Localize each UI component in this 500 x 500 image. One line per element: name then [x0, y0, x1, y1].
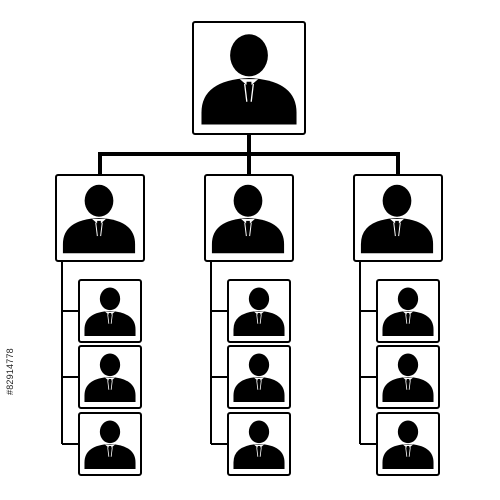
org-card-staff [78, 279, 142, 343]
lapel-line [107, 380, 110, 390]
org-card-staff [78, 345, 142, 409]
lapel-line [110, 380, 113, 390]
org-card-staff [227, 279, 291, 343]
person-tie [108, 313, 112, 326]
lapel-line [398, 222, 401, 237]
person-head [233, 184, 263, 217]
org-card-staff [376, 279, 440, 343]
businessman-icon [62, 184, 136, 254]
org-card-staff [376, 412, 440, 476]
lapel-line [249, 222, 252, 237]
lapel-line [107, 447, 110, 457]
person-tie [406, 379, 410, 392]
person-head [397, 287, 419, 311]
lapel-line [110, 314, 113, 324]
lapel-line [256, 447, 259, 457]
lapel-line [393, 222, 396, 237]
person-tie [245, 81, 253, 105]
org-card-staff [227, 345, 291, 409]
businessman-icon [84, 353, 136, 402]
stock-id-label: #82914778 [5, 348, 15, 395]
person-figure [233, 420, 285, 469]
lapel-line [405, 380, 408, 390]
person-tie [108, 446, 112, 459]
lapel-line [244, 222, 247, 237]
businessman-icon [382, 420, 434, 469]
person-figure [211, 184, 285, 254]
lapel-line [259, 380, 262, 390]
lapel-line [107, 314, 110, 324]
connector-lines [61, 134, 400, 445]
businessman-icon [360, 184, 434, 254]
businessman-icon [382, 287, 434, 336]
person-figure [84, 420, 136, 469]
person-figure [233, 353, 285, 402]
person-head [397, 420, 419, 444]
lapel-line [256, 380, 259, 390]
businessman-icon [211, 184, 285, 254]
lapel-line [408, 447, 411, 457]
person-tie [406, 446, 410, 459]
lapel-line [100, 222, 103, 237]
lapel-line [250, 83, 254, 102]
businessman-icon [84, 287, 136, 336]
person-tie [108, 379, 112, 392]
businessman-icon [201, 34, 297, 125]
lapel-line [405, 314, 408, 324]
person-head [248, 353, 270, 377]
lapel-line [256, 314, 259, 324]
person-tie [245, 220, 251, 239]
lapel-line [95, 222, 98, 237]
businessman-icon [382, 353, 434, 402]
org-card-manager [55, 174, 145, 262]
person-head [99, 420, 121, 444]
person-tie [96, 220, 102, 239]
person-tie [257, 379, 261, 392]
lapel-line [259, 314, 262, 324]
person-tie [257, 446, 261, 459]
lapel-line [110, 447, 113, 457]
person-figure [382, 420, 434, 469]
person-tie [406, 313, 410, 326]
lapel-line [408, 314, 411, 324]
lapel-line [405, 447, 408, 457]
businessman-icon [233, 287, 285, 336]
person-figure [233, 287, 285, 336]
businessman-icon [233, 420, 285, 469]
person-head [99, 353, 121, 377]
org-card-staff [78, 412, 142, 476]
person-head [248, 287, 270, 311]
org-card-manager [353, 174, 443, 262]
person-tie [394, 220, 400, 239]
person-head [397, 353, 419, 377]
lapel-line [408, 380, 411, 390]
person-figure [360, 184, 434, 254]
businessman-icon [233, 353, 285, 402]
org-card-staff [227, 412, 291, 476]
person-head [248, 420, 270, 444]
person-head [84, 184, 114, 217]
person-cards [55, 21, 443, 476]
person-figure [382, 287, 434, 336]
person-head [382, 184, 412, 217]
person-figure [201, 34, 297, 125]
person-figure [84, 353, 136, 402]
org-card-staff [376, 345, 440, 409]
person-head [99, 287, 121, 311]
person-figure [84, 287, 136, 336]
lapel-line [259, 447, 262, 457]
person-head [230, 34, 268, 77]
org-card-manager [204, 174, 294, 262]
lapel-line [244, 83, 248, 102]
person-figure [62, 184, 136, 254]
person-tie [257, 313, 261, 326]
businessman-icon [84, 420, 136, 469]
person-figure [382, 353, 434, 402]
org-card-root [192, 21, 306, 135]
